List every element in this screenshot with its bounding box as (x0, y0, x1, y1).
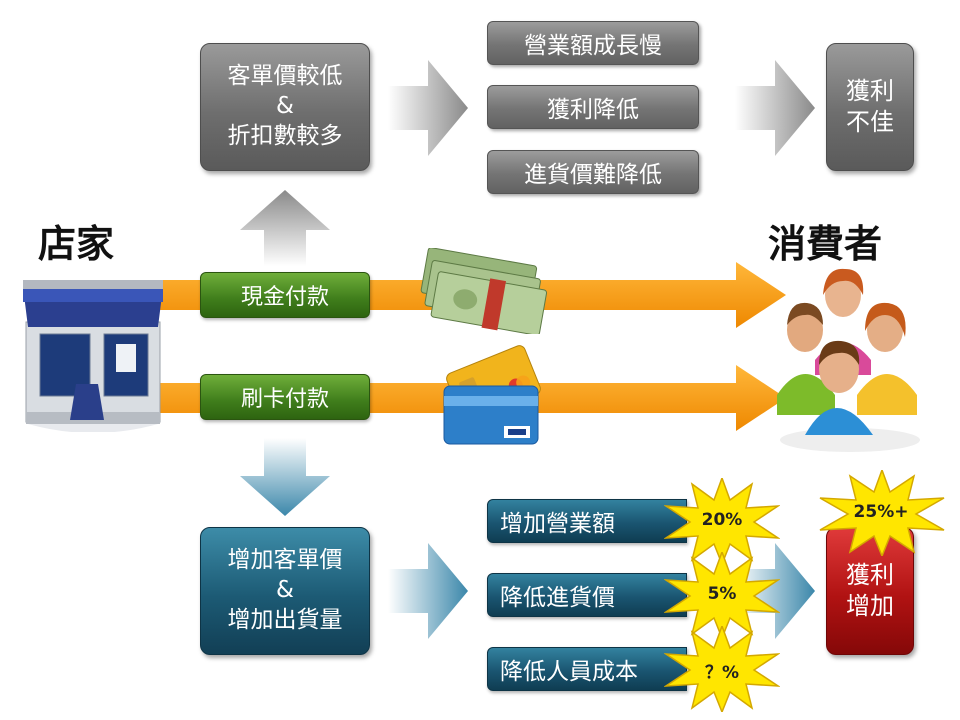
top-result-box: 獲利 不佳 (826, 43, 914, 171)
burst-label-result: 25%+ (853, 502, 909, 522)
bottom-effect-1: 增加營業額 (487, 499, 687, 543)
consumer-heading: 消費者 (768, 222, 883, 266)
people-group-icon (777, 268, 920, 452)
top-effect-2: 獲利降低 (487, 85, 699, 129)
credit-cards-icon (443, 345, 541, 445)
top-effect-1: 營業額成長慢 (487, 21, 699, 65)
burst-label-20: 20% (701, 510, 743, 530)
top-effect-3: 進貨價難降低 (487, 150, 699, 194)
top-arrow-right-2 (735, 60, 815, 156)
storefront-icon (23, 280, 163, 432)
bottom-cause-box: 增加客單價 & 增加出貨量 (200, 527, 370, 655)
bottom-effect-2: 降低進貨價 (487, 573, 687, 617)
burst-badge-result (819, 470, 945, 556)
bottom-arrow-right-2 (735, 543, 815, 639)
up-arrow (240, 190, 330, 266)
burst-label-unknown: ？% (704, 663, 740, 683)
cash-bundle-icon (420, 248, 548, 334)
down-arrow (240, 438, 330, 516)
cash-payment-label: 現金付款 (200, 272, 370, 318)
top-cause-box: 客單價較低 & 折扣數較多 (200, 43, 370, 171)
bottom-effect-3: 降低人員成本 (487, 647, 687, 691)
burst-badge-20 (664, 478, 780, 564)
store-heading: 店家 (38, 222, 115, 266)
bottom-arrow-right-1 (388, 543, 468, 639)
top-arrow-right-1 (388, 60, 468, 156)
burst-label-5: 5% (707, 584, 737, 604)
bottom-result-box: 獲利 增加 (826, 527, 914, 655)
burst-badge-unknown (664, 626, 780, 712)
card-payment-label: 刷卡付款 (200, 374, 370, 420)
burst-badge-5 (664, 552, 780, 638)
